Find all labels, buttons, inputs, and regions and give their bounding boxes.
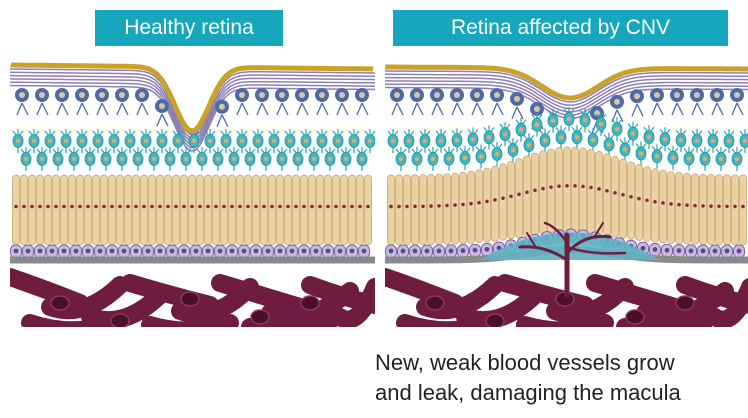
- ganglion-cell-layer: [15, 88, 369, 127]
- retina-layers: [385, 67, 748, 332]
- retina-layers: [10, 65, 375, 332]
- rpe-layer: [11, 245, 370, 258]
- caption: New, weak blood vessels grow and leak, d…: [375, 348, 748, 408]
- choroid-layer: [10, 277, 375, 332]
- healthy-retina-diagram: [10, 55, 375, 340]
- caption-line-2: and leak, damaging the macula: [375, 378, 748, 408]
- caption-line-1: New, weak blood vessels grow: [375, 348, 748, 378]
- photoreceptor-layer: [13, 175, 372, 245]
- ganglion-cell-layer: [390, 88, 744, 133]
- cnv-retina-diagram: [385, 55, 748, 340]
- bipolar-cell-layer: [13, 129, 375, 171]
- healthy-retina-label: Healthy retina: [95, 10, 283, 46]
- cnv-retina-label: Retina affected by CNV: [393, 10, 728, 46]
